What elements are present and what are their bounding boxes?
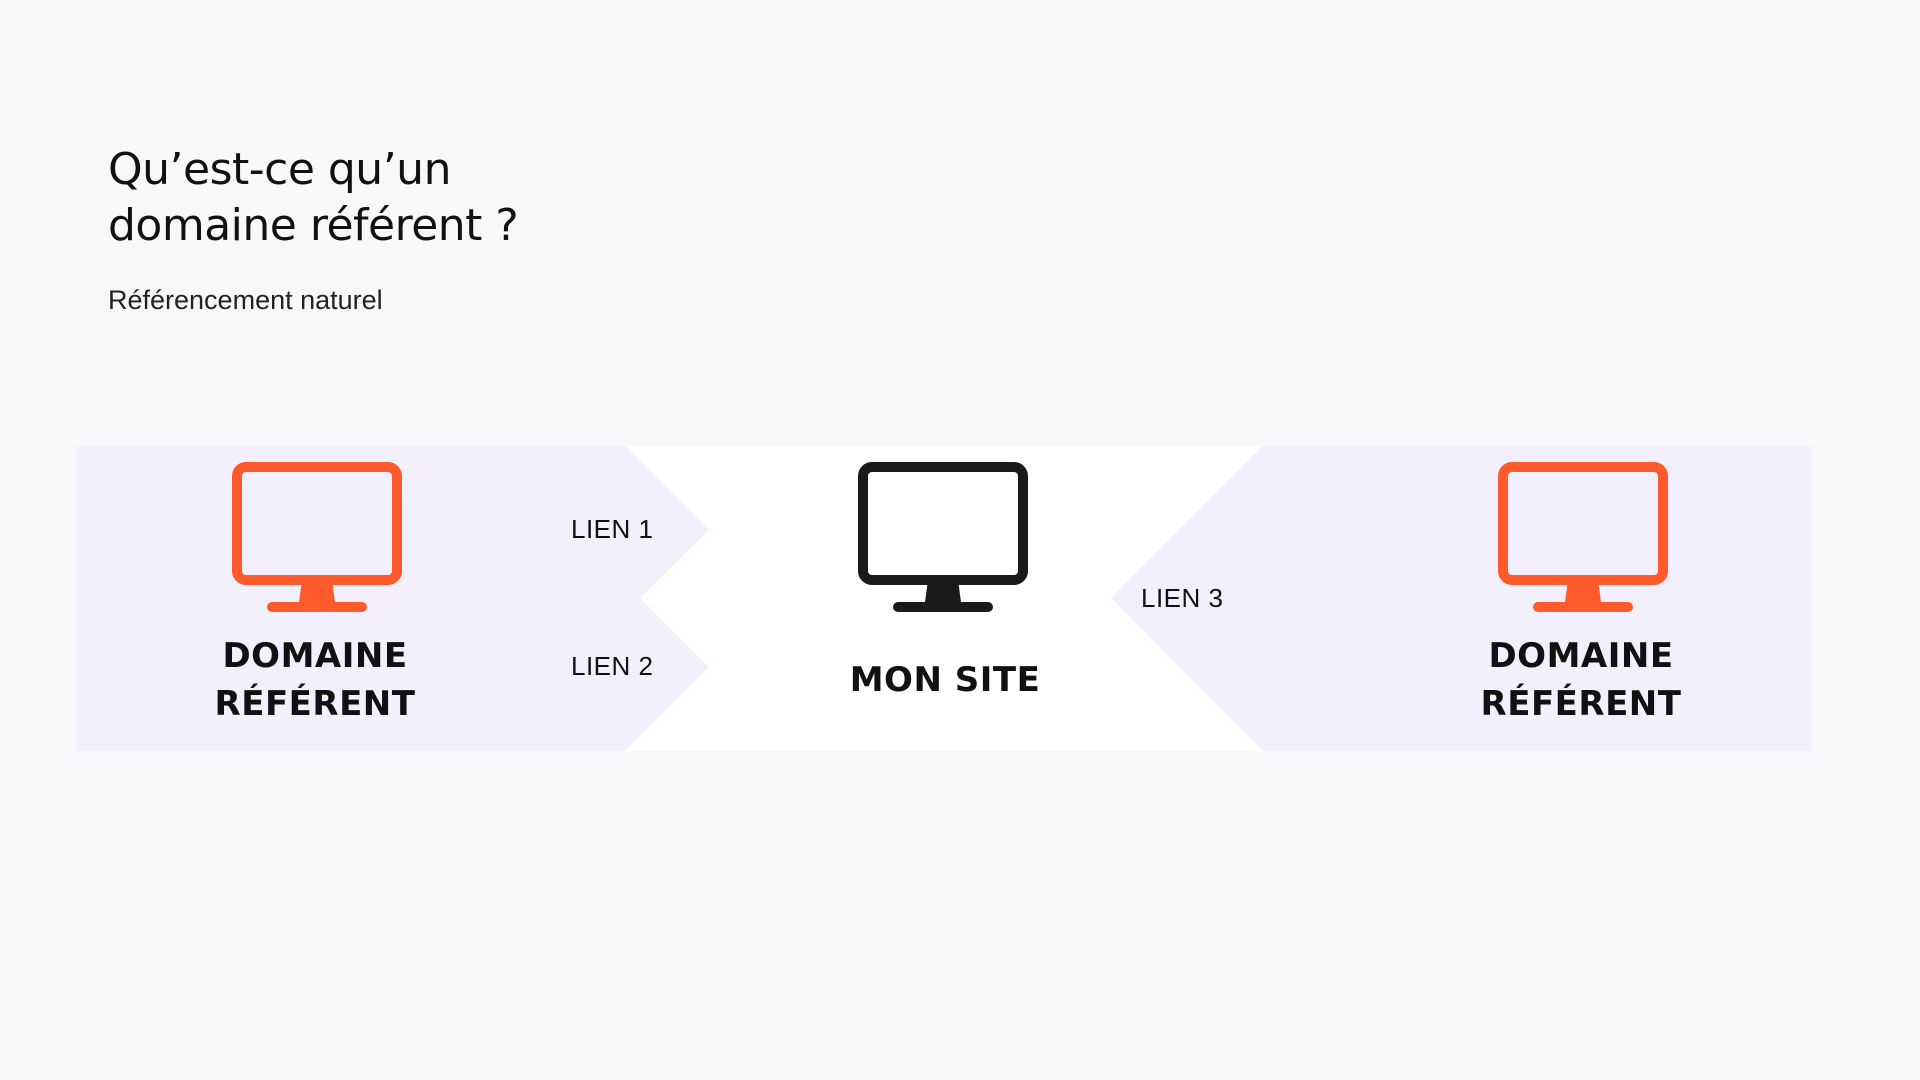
left-node-line-2: RÉFÉRENT — [214, 684, 416, 724]
title-line-2: domaine référent ? — [108, 200, 519, 251]
monitor-icon — [1498, 462, 1668, 612]
center-node-label: MON SITE — [849, 660, 1041, 700]
link-label-2: LIEN 2 — [571, 651, 654, 681]
monitor-icon — [858, 462, 1028, 612]
page-title: Qu’est-ce qu’un domaine référent ? — [108, 142, 519, 254]
monitor-icon — [232, 462, 402, 612]
right-node-label: DOMAINE RÉFÉRENT — [1466, 632, 1696, 728]
left-node-line-1: DOMAINE — [222, 636, 408, 676]
right-band — [1111, 446, 1812, 751]
left-node-label: DOMAINE RÉFÉRENT — [200, 632, 430, 728]
link-label-1: LIEN 1 — [571, 514, 654, 544]
title-line-1: Qu’est-ce qu’un — [108, 144, 451, 195]
page-subtitle: Référencement naturel — [108, 285, 383, 315]
right-node-line-2: RÉFÉRENT — [1480, 684, 1682, 724]
link-label-3: LIEN 3 — [1141, 583, 1224, 613]
right-node-line-1: DOMAINE — [1488, 636, 1674, 676]
